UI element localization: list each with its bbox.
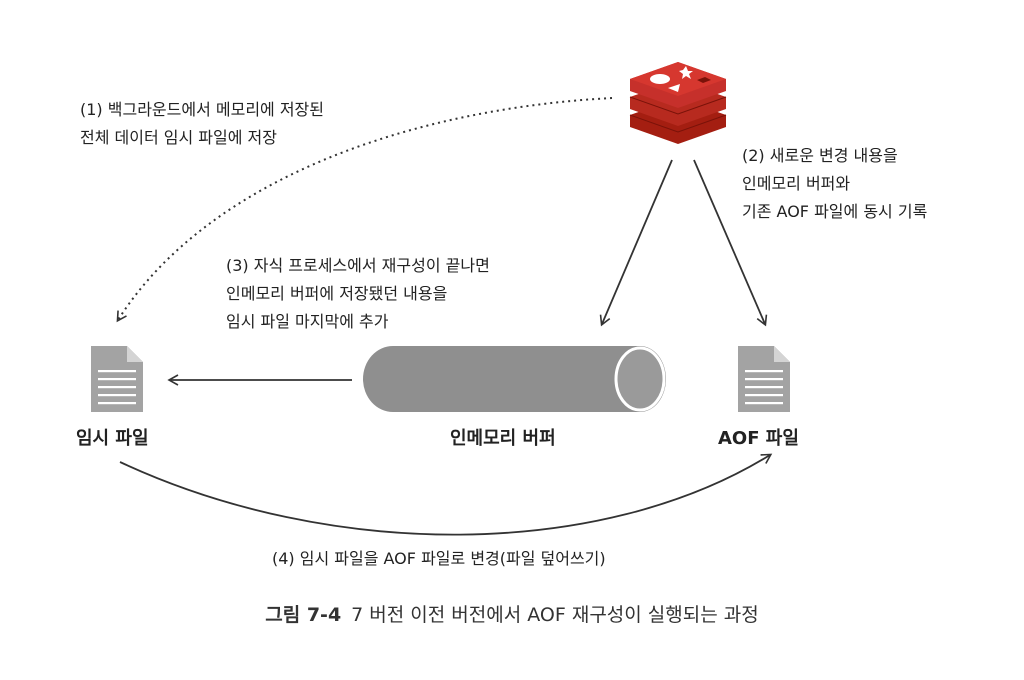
annotation-step1-line1: (1) 백그라운드에서 메모리에 저장된 [80,100,325,119]
annotation-step4: (4) 임시 파일을 AOF 파일로 변경(파일 덮어쓰기) [272,549,606,568]
annotation-step1-line2: 전체 데이터 임시 파일에 저장 [80,128,277,147]
buffer-cylinder [363,346,666,412]
figure-caption-text: 7 버전 이전 버전에서 AOF 재구성이 실행되는 과정 [351,604,759,626]
redis-logo-icon [629,62,727,144]
figure-caption-label: 그림 7-4 [265,604,342,626]
annotation-step3-line3: 임시 파일 마지막에 추가 [226,312,389,331]
annotation-step2-line3: 기존 AOF 파일에 동시 기록 [742,202,928,221]
annotation-step2: (2) 새로운 변경 내용을 인메모리 버퍼와 기존 AOF 파일에 동시 기록 [742,142,927,226]
annotation-step2-line2: 인메모리 버퍼와 [742,174,851,193]
annotation-step3-line1: (3) 자식 프로세스에서 재구성이 끝나면 [226,256,490,275]
temp-file-label: 임시 파일 [76,428,149,449]
annotation-step2-line1: (2) 새로운 변경 내용을 [742,146,898,165]
aof-file-label: AOF 파일 [718,428,799,449]
aof-file-icon [738,346,790,412]
figure-caption: 그림 7-4 7 버전 이전 버전에서 AOF 재구성이 실행되는 과정 [0,600,1024,627]
annotation-step3-line2: 인메모리 버퍼에 저장됐던 내용을 [226,284,448,303]
arrow-step2-aof [693,159,768,327]
arrow-step4 [119,453,773,536]
arrow-step2-buffer [599,159,673,327]
annotation-step1: (1) 백그라운드에서 메모리에 저장된 전체 데이터 임시 파일에 저장 [80,96,324,152]
temp-file-icon [91,346,143,412]
annotation-step3: (3) 자식 프로세스에서 재구성이 끝나면 인메모리 버퍼에 저장됐던 내용을… [226,252,490,336]
buffer-label: 인메모리 버퍼 [450,428,556,449]
